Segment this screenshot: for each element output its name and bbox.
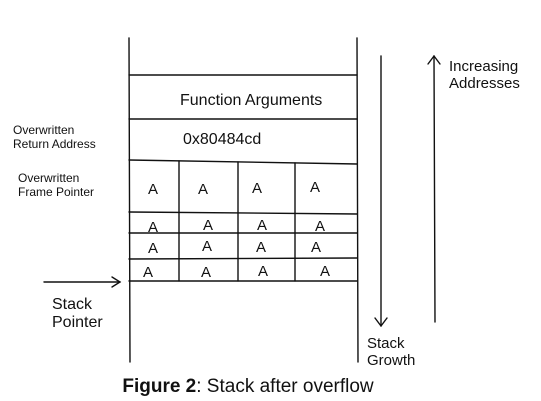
- stack-growth-arrow-head: [374, 317, 388, 328]
- buffer-cell-char: A: [203, 217, 213, 234]
- stack-pointer-label: Stack Pointer: [52, 296, 103, 332]
- buffer-cell-char: A: [143, 264, 153, 281]
- return-address-value: 0x80484cd: [183, 131, 262, 148]
- buffer-cell-char: A: [320, 263, 330, 280]
- buffer-cell-char: A: [148, 240, 158, 257]
- stack-left-wall: [128, 37, 131, 363]
- overwritten-return-address-label: Overwritten Return Address: [13, 123, 96, 151]
- stack-growth-label: Stack Growth: [367, 335, 416, 370]
- overwritten-frame-pointer-label: Overwritten Frame Pointer: [18, 171, 95, 199]
- buffer-cell-char: A: [148, 181, 158, 198]
- buffer-cell-char: A: [258, 263, 268, 280]
- buffer-cell-char: A: [310, 179, 320, 196]
- buffer-cell-char: A: [198, 181, 208, 198]
- figure-caption-text: : Stack after overflow: [196, 376, 374, 397]
- buffer-cell-char: A: [202, 238, 212, 255]
- function-arguments-label: Function Arguments: [180, 92, 323, 109]
- figure-number: Figure 2: [122, 376, 197, 397]
- stack-row-line: [128, 257, 358, 260]
- buffer-cell-char: A: [252, 180, 262, 197]
- buffer-cell-char: A: [315, 218, 325, 235]
- stack-row-line: [128, 211, 358, 215]
- increasing-addresses-arrow-shaft: [433, 55, 436, 323]
- stack-pointer-arrow-head: [111, 276, 122, 288]
- buffer-cell-char: A: [256, 239, 266, 256]
- stack-row-line: [128, 159, 358, 165]
- buffer-cell-char: A: [311, 239, 321, 256]
- buffer-cell-char: A: [148, 219, 158, 236]
- increasing-addresses-label: Increasing Addresses: [449, 58, 520, 93]
- buffer-cell-char: A: [257, 217, 267, 234]
- buffer-cell-char: A: [201, 264, 211, 281]
- increasing-addresses-arrow-head: [427, 54, 441, 65]
- figure-caption: Figure 2: Stack after overflow: [0, 376, 496, 398]
- stack-right-wall: [356, 37, 359, 363]
